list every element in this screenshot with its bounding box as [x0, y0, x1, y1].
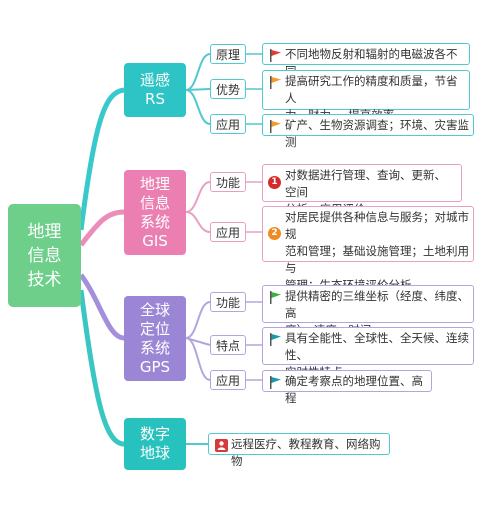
branch-title: 信息 — [139, 193, 170, 212]
red-flag-icon — [270, 49, 281, 62]
leaf-text: 对数据进行管理、查询、更新、空间 — [285, 168, 446, 199]
branch-rs: 遥感 RS — [124, 63, 186, 117]
rs-leaf-principle: 不同地物反射和辐射的电磁波各不同 — [262, 43, 470, 78]
leaf-text: 确定考察点的地理位置、高程 — [285, 374, 423, 405]
branch-digital-earth: 数字 地球 — [124, 418, 186, 470]
rs-label-advantage: 优势 — [210, 79, 246, 99]
gis-leaf-function: 1 对数据进行管理、查询、更新、空间 分析、应用评价 — [262, 164, 462, 216]
rs-leaf-advantage: 提高研究工作的精度和质量，节省人 力、财力、，提高效率 — [262, 70, 470, 122]
leaf-text: 提供精密的三维坐标（经度、纬度、高 — [285, 289, 469, 320]
branch-title: 地球 — [139, 444, 170, 462]
leaf-text: 提高研究工作的精度和质量，节省人 — [285, 74, 458, 105]
branch-gps: 全球 定位 系统 GPS — [124, 296, 186, 381]
root-label: 地理 — [27, 221, 62, 242]
leaf-text: 范和管理；基础设施管理；土地利用与 — [285, 244, 469, 275]
orange-flag-icon — [270, 120, 281, 133]
gps-label-application: 应用 — [210, 370, 246, 390]
gps-label-function: 功能 — [210, 292, 246, 312]
rs-label-principle: 原理 — [210, 44, 246, 64]
rs-label-application: 应用 — [210, 114, 246, 134]
branch-title: 遥感 — [139, 71, 170, 89]
branch-title: 定位 — [139, 319, 170, 338]
leaf-text: 远程医疗、教程教育、网络购物 — [231, 437, 381, 468]
teal-flag-icon — [270, 333, 281, 346]
branch-gis: 地理 信息 系统 GIS — [124, 170, 186, 255]
branch-title: 数字 — [139, 425, 170, 443]
rs-leaf-application: 矿产、生物资源调查；环境、灾害监测 — [262, 114, 474, 149]
teal-flag-icon — [270, 376, 281, 389]
gps-leaf-feature: 具有全能性、全球性、全天候、连续性、 实时性特点 — [262, 327, 474, 379]
digital-leaf: 远程医疗、教程教育、网络购物 — [208, 433, 390, 468]
root-node: 地理 信息 技术 — [8, 204, 81, 307]
red-person-icon — [215, 439, 228, 452]
branch-title: 地理 — [139, 174, 170, 193]
number-2-icon: 2 — [268, 227, 281, 240]
gps-leaf-application: 确定考察点的地理位置、高程 — [262, 370, 432, 405]
branch-title: RS — [145, 90, 165, 108]
branch-title: GIS — [142, 231, 168, 250]
green-flag-icon — [270, 291, 281, 304]
leaf-text: 矿产、生物资源调查；环境、灾害监测 — [285, 118, 469, 149]
root-label: 技术 — [27, 269, 62, 290]
gis-leaf-application: 2 对居民提供各种信息与服务；对城市规 范和管理；基础设施管理；土地利用与 管理… — [262, 206, 474, 292]
branch-title: 系统 — [139, 338, 170, 357]
leaf-text: 对居民提供各种信息与服务；对城市规 — [285, 210, 469, 241]
branch-title: 全球 — [139, 300, 170, 319]
number-1-icon: 1 — [268, 176, 281, 189]
root-label: 信息 — [27, 245, 62, 266]
gis-label-application: 应用 — [210, 222, 246, 242]
orange-flag-icon — [270, 76, 281, 89]
leaf-text: 具有全能性、全球性、全天候、连续性、 — [285, 331, 469, 362]
branch-title: GPS — [139, 357, 171, 376]
branch-title: 系统 — [139, 212, 170, 231]
gps-label-feature: 特点 — [210, 335, 246, 355]
gps-leaf-function: 提供精密的三维坐标（经度、纬度、高 度）、速度、时间 — [262, 285, 474, 337]
gis-label-function: 功能 — [210, 172, 246, 192]
